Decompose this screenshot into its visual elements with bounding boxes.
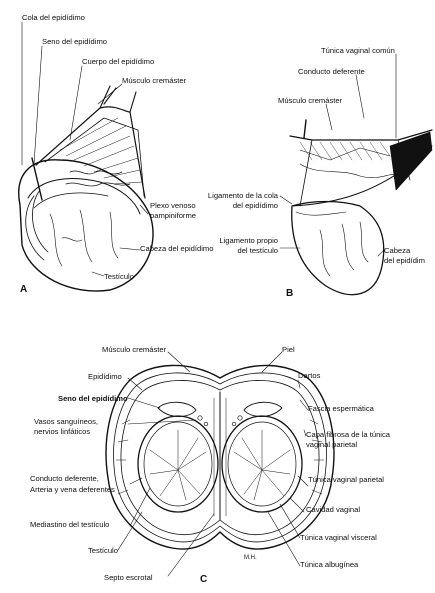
label-cuerpo-epididimo: Cuerpo del epidídimo	[82, 57, 154, 66]
label-musculo-cremaster-a: Músculo cremáster	[122, 76, 186, 85]
label-ligamento-propio-2: del testículo	[237, 246, 278, 255]
figure-b-drawing	[290, 120, 432, 295]
label-arteria-vena: Arteria y vena deferentes	[30, 485, 115, 494]
label-seno-epididimo-c: Seno del epidídimo	[58, 394, 128, 403]
label-musculo-cremaster-b: Músculo cremáster	[278, 96, 342, 105]
label-ligamento-cola-2: del epidídimo	[233, 201, 278, 210]
label-seno-epididimo: Seno del epidídimo	[42, 37, 107, 46]
label-testiculo-c: Testículo	[88, 546, 118, 555]
label-cavidad-vaginal: Cavidad vaginal	[306, 505, 360, 514]
label-plexo-venoso: Plexo venoso	[150, 201, 196, 210]
figure-letter-a: A	[20, 284, 27, 295]
label-cabeza-b-2: del epidídim	[384, 256, 425, 265]
label-fascia-espermatica: Fascia espermática	[308, 404, 374, 413]
label-ligamento-cola: Ligamento de la cola	[208, 191, 278, 200]
label-dartos: Dartos	[298, 371, 320, 380]
figure-c-drawing	[106, 365, 334, 549]
label-cabeza-b: Cabeza	[384, 246, 410, 255]
signature: M.H.	[244, 554, 257, 563]
label-pampiniforme: pampiniforme	[150, 211, 196, 220]
label-conducto-deferente: Conducto deferente	[298, 67, 365, 76]
label-vasos-sanguineos: Vasos sanguíneos,	[34, 417, 98, 426]
label-epididimo-c: Epidídimo	[88, 372, 122, 381]
label-tunica-vaginal-comun: Túnica vaginal común	[321, 46, 395, 55]
label-cabeza-epididimo-a: Cabeza del epidídimo	[140, 244, 213, 253]
label-tunica-albuginea: Túnica albugínea	[300, 560, 358, 569]
figure-a-drawing	[19, 86, 153, 291]
label-conducto-deferente-c: Conducto deferente,	[30, 474, 99, 483]
label-cola-epididimo: Cola del epidídimo	[22, 13, 85, 22]
label-testiculo-a: Testículo	[104, 272, 134, 281]
label-septo-escrotal: Septo escrotal	[104, 573, 153, 582]
label-tunica-vaginal-visceral: Túnica vaginal visceral	[300, 533, 377, 542]
label-nervios-linfaticos: nervios linfáticos	[34, 427, 90, 436]
label-vaginal-parietal: vaginal parietal	[306, 440, 357, 449]
label-mediastino: Mediastino del testículo	[30, 520, 109, 529]
figure-c-leaders	[118, 352, 308, 576]
label-ligamento-propio: Ligamento propio	[219, 236, 278, 245]
label-musculo-cremaster-c: Músculo cremáster	[102, 345, 166, 354]
figure-letter-c: C	[200, 574, 207, 585]
label-piel: Piel	[282, 345, 295, 354]
label-capa-fibrosa: Capa fibrosa de la túnica	[306, 430, 390, 439]
label-tunica-vaginal-parietal: Túnica vaginal parietal	[308, 475, 384, 484]
figure-letter-b: B	[286, 288, 293, 299]
